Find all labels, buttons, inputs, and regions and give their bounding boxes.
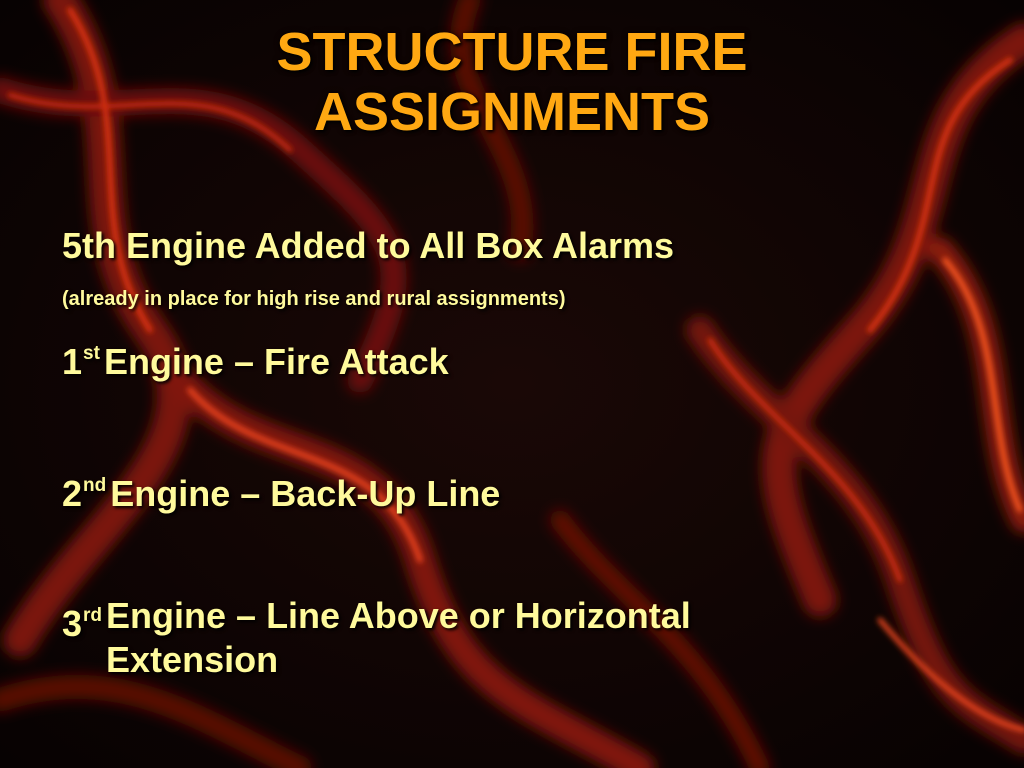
headline: 5th Engine Added to All Box Alarms xyxy=(62,225,675,266)
item-number: 3 xyxy=(62,603,83,644)
item-ordinal: st xyxy=(83,343,100,364)
slide-title: STRUCTURE FIRE ASSIGNMENTS xyxy=(0,22,1024,142)
item-number: 1 xyxy=(62,341,83,382)
title-line-2: ASSIGNMENTS xyxy=(313,82,711,142)
item-ordinal: rd xyxy=(83,605,103,626)
item-ordinal: nd xyxy=(83,475,107,496)
item-text: Engine – Fire Attack xyxy=(103,341,449,382)
item-text-line-1: Engine – Line Above or Horizontal xyxy=(106,595,691,636)
title-line-1: STRUCTURE FIRE xyxy=(276,22,748,82)
headline-note: (already in place for high rise and rura… xyxy=(62,288,566,310)
item-text: Engine – Back-Up Line xyxy=(110,473,501,514)
item-number: 2 xyxy=(62,473,83,514)
item-text-line-2: Extension xyxy=(106,639,279,680)
